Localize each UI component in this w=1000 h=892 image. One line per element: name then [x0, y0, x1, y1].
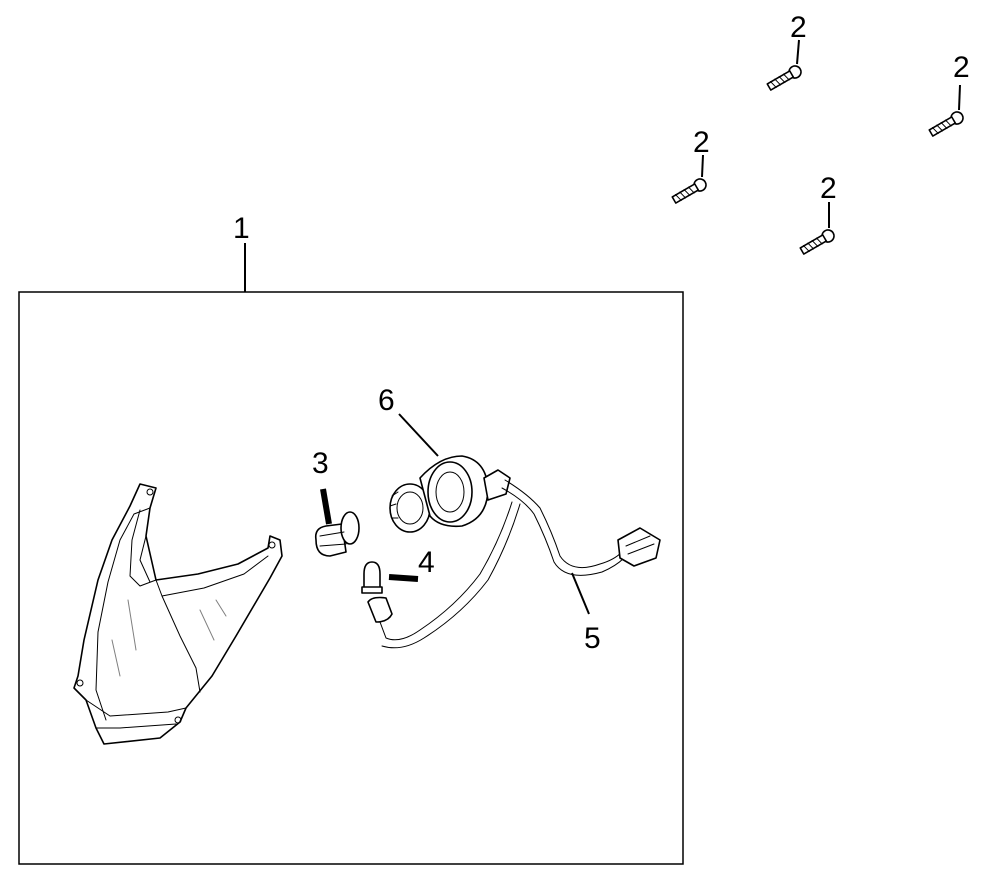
callout-5-leader [571, 572, 590, 615]
callout-1: 1 [233, 212, 250, 245]
callout-6-leader [398, 413, 439, 457]
screw-d [799, 229, 835, 255]
assembly-frame [18, 291, 684, 865]
callout-2a-leader [796, 39, 800, 65]
main-bulb [314, 511, 360, 557]
small-bulb [361, 561, 383, 594]
screw-b [928, 111, 964, 137]
bulb-socket [389, 455, 511, 533]
callout-4-leader [388, 574, 419, 582]
callout-6: 6 [378, 384, 395, 417]
callout-5: 5 [584, 622, 601, 655]
callout-2b-leader [958, 84, 961, 111]
callout-4: 4 [418, 546, 435, 579]
callout-2c-leader [701, 154, 704, 178]
wiring-harness [367, 479, 661, 649]
callout-3-leader [320, 488, 332, 525]
screw-c [671, 178, 707, 204]
headlight-housing [73, 483, 283, 745]
callout-2a: 2 [790, 11, 807, 44]
callout-2b: 2 [953, 51, 970, 84]
callout-2c: 2 [693, 126, 710, 159]
screw-a [766, 65, 802, 91]
callout-3: 3 [312, 447, 329, 480]
callout-2d: 2 [820, 172, 837, 205]
